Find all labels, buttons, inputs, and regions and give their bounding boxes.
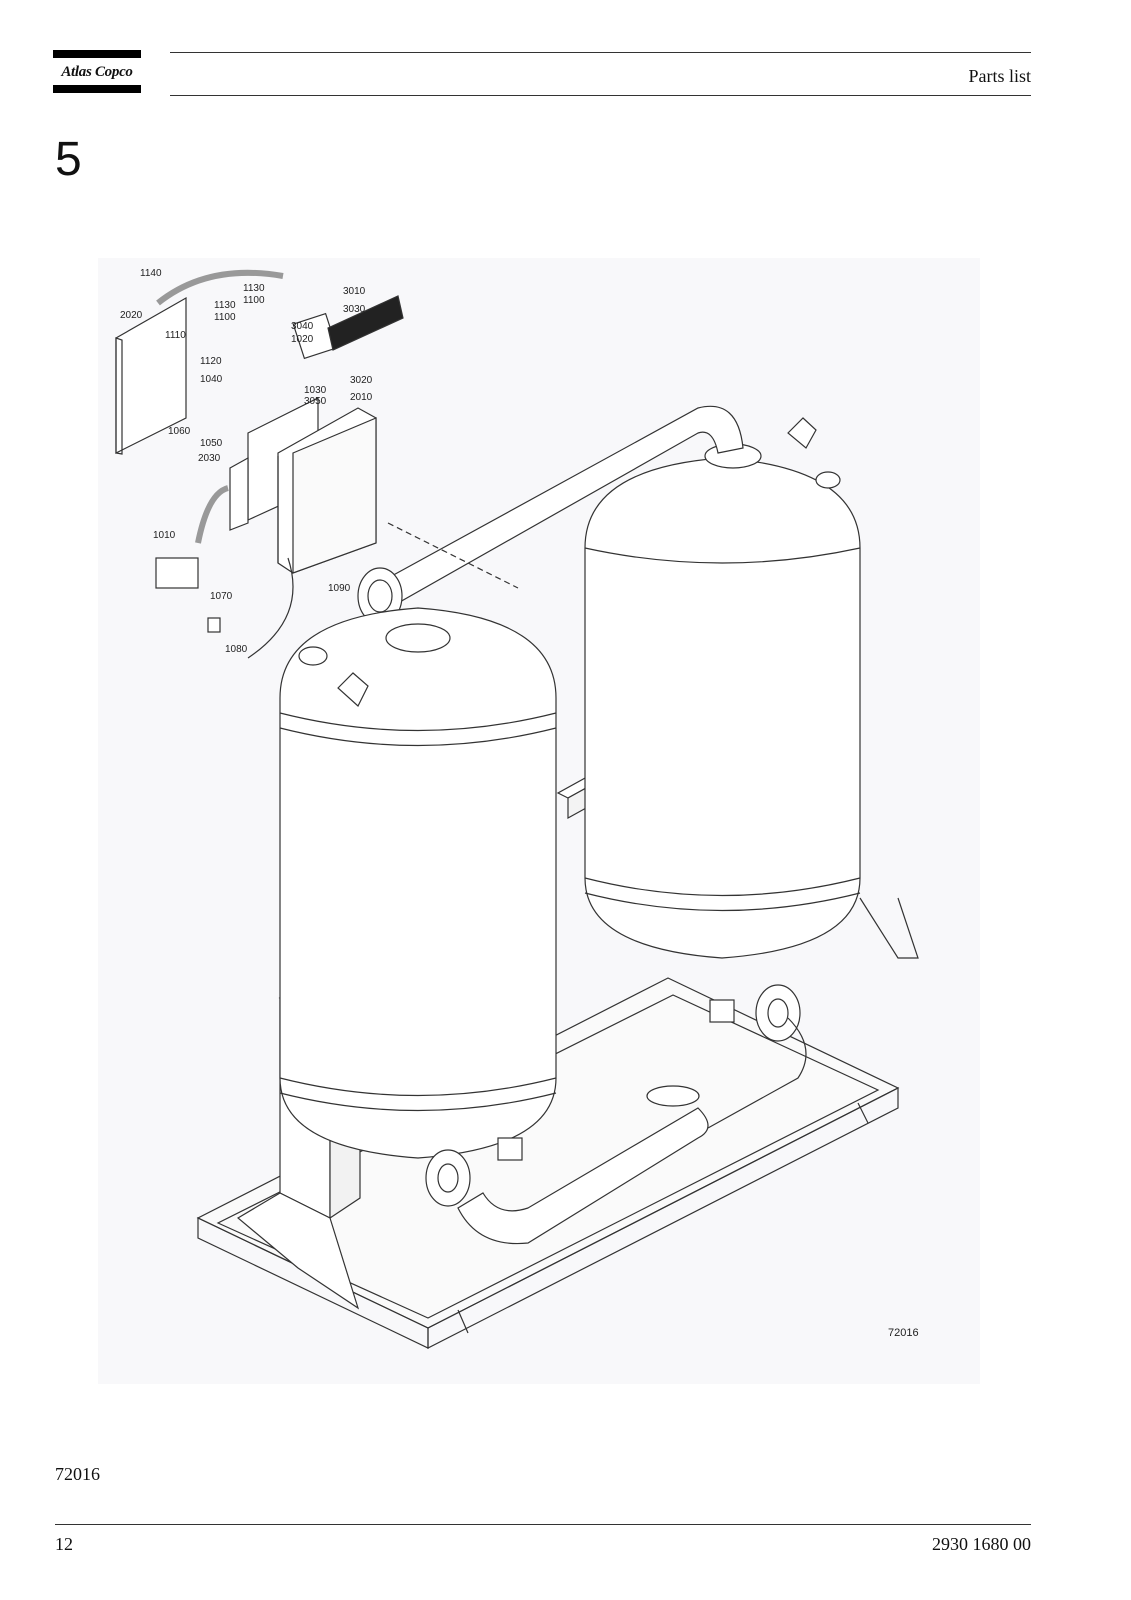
- part-label-3020: 3020: [350, 375, 373, 386]
- header-rule-bottom: [170, 95, 1031, 96]
- drawing-number: 72016: [888, 1327, 919, 1339]
- part-label-1130-b: 1130: [214, 300, 236, 311]
- part-label-1140: 1140: [140, 268, 162, 279]
- part-label-1100-b: 1100: [214, 312, 236, 323]
- control-panel-exploded: [115, 269, 519, 659]
- part-label-1060: 1060: [168, 426, 191, 437]
- part-label-1130-a: 1130: [243, 283, 265, 294]
- part-label-2020: 2020: [120, 310, 143, 321]
- part-label-1010: 1010: [153, 530, 176, 541]
- logo-bar-bottom: [53, 85, 141, 93]
- part-label-3030: 3030: [343, 304, 366, 315]
- part-label-2030: 2030: [198, 453, 221, 464]
- part-label-1020: 1020: [291, 334, 314, 345]
- footer-rule: [55, 1524, 1031, 1525]
- back-tank: [584, 417, 919, 959]
- part-labels: 1140 1130 1100 1130 1100 3010 3030 2020 …: [120, 268, 373, 655]
- part-label-1100-a: 1100: [243, 295, 265, 306]
- document-number: 2930 1680 00: [932, 1534, 1031, 1554]
- part-label-1090: 1090: [328, 583, 351, 594]
- part-label-3050: 3050: [304, 396, 327, 407]
- header-title: Parts list: [968, 66, 1031, 86]
- part-label-1080: 1080: [225, 644, 248, 655]
- exploded-parts-drawing: 1140 1130 1100 1130 1100 3010 3030 2020 …: [98, 258, 980, 1384]
- part-label-3010: 3010: [343, 286, 366, 297]
- part-label-1120: 1120: [200, 356, 222, 367]
- section-number: 5: [55, 133, 82, 186]
- logo-text: Atlas Copco: [61, 64, 133, 80]
- atlas-copco-logo: Atlas Copco: [53, 50, 141, 94]
- part-label-1110: 1110: [165, 330, 186, 341]
- part-label-1050: 1050: [200, 438, 223, 449]
- part-label-3040: 3040: [291, 321, 314, 332]
- figure-caption: 72016: [55, 1464, 100, 1484]
- bottom-piping: [425, 984, 807, 1245]
- part-label-1040: 1040: [200, 374, 223, 385]
- drawing-svg: 1140 1130 1100 1130 1100 3010 3030 2020 …: [115, 268, 919, 1349]
- part-label-1030: 1030: [304, 385, 327, 396]
- top-connecting-pipe: [357, 405, 744, 625]
- part-label-2010: 2010: [350, 392, 373, 403]
- header-rule-top: [170, 52, 1031, 53]
- logo-bar-top: [53, 50, 141, 58]
- page-number: 12: [55, 1534, 73, 1554]
- part-label-1070: 1070: [210, 591, 233, 602]
- front-tank: [279, 607, 557, 1159]
